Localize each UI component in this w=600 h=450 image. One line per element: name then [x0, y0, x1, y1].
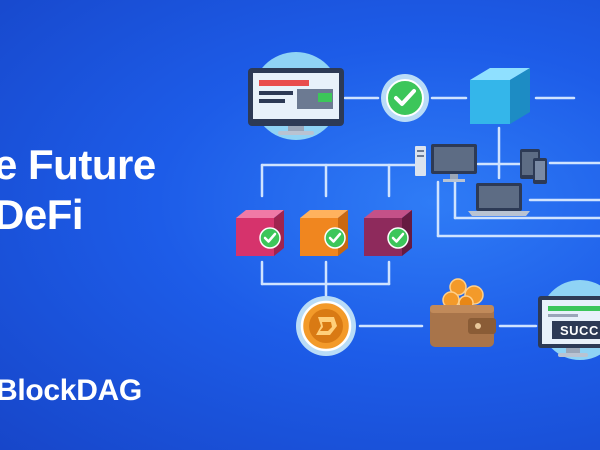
cube-icon — [236, 210, 284, 256]
monitor-icon — [248, 52, 344, 140]
page-title: e Future DeFi — [0, 140, 156, 240]
cube-icon — [300, 210, 348, 256]
monitor-icon: SUCC — [538, 280, 600, 360]
headline-line-2: DeFi — [0, 191, 84, 238]
desktop-icon — [415, 144, 477, 182]
headline-line-1: e Future — [0, 141, 156, 188]
wallet-icon — [430, 278, 496, 347]
cube-icon — [364, 210, 412, 256]
coin-icon — [296, 296, 356, 356]
success-label: SUCC — [560, 323, 599, 338]
check-icon — [381, 74, 429, 122]
laptop-icon — [468, 183, 530, 216]
cube-icon — [470, 68, 530, 124]
brand-logo-text: BlockDAG — [0, 374, 142, 407]
connector-lines — [260, 96, 600, 328]
phone-icon — [533, 158, 547, 184]
